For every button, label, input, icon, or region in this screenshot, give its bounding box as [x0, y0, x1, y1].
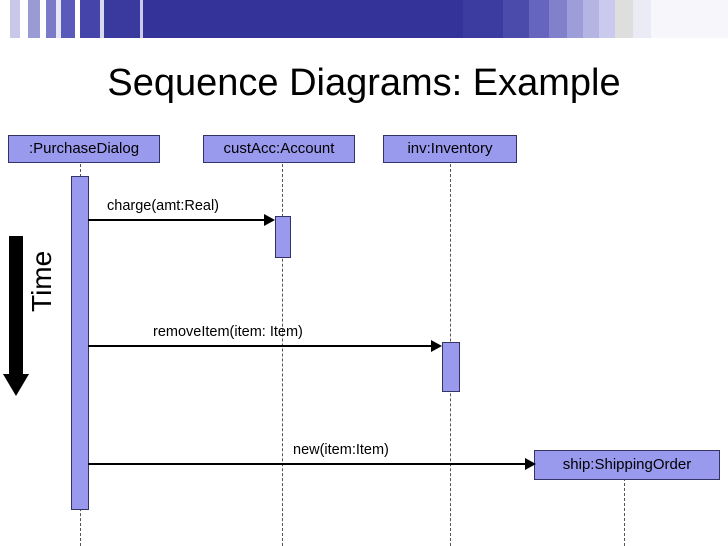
message-line-new-item: [88, 463, 530, 465]
message-arrow-new-item: [525, 458, 536, 470]
message-line-charge: [88, 219, 268, 221]
participant-cust-acc[interactable]: custAcc:Account: [203, 135, 355, 163]
message-arrow-charge: [264, 214, 275, 226]
decorative-banner: [0, 0, 728, 38]
message-label-charge: charge(amt:Real): [107, 198, 220, 214]
message-label-remove-item: removeItem(item: Item): [153, 324, 303, 340]
time-arrow-shaft: [9, 236, 23, 376]
page-title: Sequence Diagrams: Example: [107, 62, 621, 104]
time-axis-label: Time: [26, 250, 57, 312]
lifeline-shipping-order: [624, 478, 625, 546]
message-arrow-remove-item: [431, 340, 442, 352]
activation-inventory: [442, 342, 460, 392]
lifeline-cust-acc: [282, 164, 283, 546]
participant-inventory[interactable]: inv:Inventory: [383, 135, 517, 163]
participant-shipping-order[interactable]: ship:ShippingOrder: [534, 450, 720, 480]
message-line-remove-item: [88, 345, 436, 347]
message-label-new-item: new(item:Item): [293, 442, 389, 458]
participant-purchase-dialog[interactable]: :PurchaseDialog: [8, 135, 160, 163]
activation-cust-acc: [275, 216, 291, 258]
activation-purchase-dialog: [71, 176, 89, 510]
time-arrow-head: [3, 374, 29, 396]
